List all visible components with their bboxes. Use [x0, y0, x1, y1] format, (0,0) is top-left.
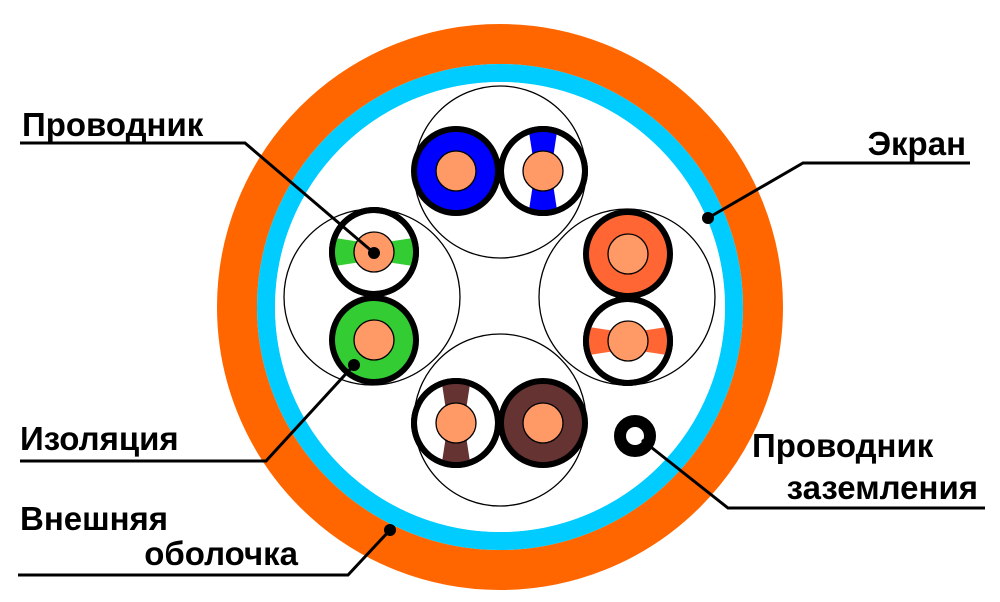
- wire-white-brown: [411, 378, 501, 468]
- wire-brown: [498, 378, 588, 468]
- conductor: [435, 150, 477, 192]
- leader-dot-insulation: [348, 359, 360, 371]
- outer-jacket: [217, 24, 783, 590]
- conductor: [353, 319, 395, 361]
- leader-dot-screen: [702, 212, 714, 224]
- conductor: [607, 320, 649, 362]
- label-ground-line2: заземления: [787, 469, 978, 506]
- wire-white-blue: [498, 126, 588, 216]
- label-outer-jacket-line1: Внешняя: [20, 500, 168, 537]
- label-insulation: Изоляция: [20, 420, 179, 457]
- leader-dot-outer-jacket: [384, 524, 396, 536]
- label-ground-line1: Проводник: [752, 427, 934, 464]
- conductor: [522, 402, 564, 444]
- wire-white-orange: [583, 296, 673, 386]
- label-conductor: Проводник: [22, 106, 204, 143]
- wire-blue: [411, 126, 501, 216]
- insulation-outline: [583, 296, 673, 386]
- cable-core: [275, 82, 725, 532]
- leader-insulation: [20, 363, 356, 463]
- screen: [257, 64, 743, 550]
- insulation-outline: [329, 207, 419, 297]
- wire-orange: [583, 209, 673, 299]
- wire-green: [329, 295, 419, 385]
- conductor: [607, 233, 649, 275]
- leader-ground: [641, 438, 985, 510]
- conductor: [522, 150, 564, 192]
- leader-screen: [707, 161, 970, 220]
- leader-conductor: [20, 141, 375, 255]
- ground-wire: [614, 415, 656, 457]
- conductor: [435, 402, 477, 444]
- leader-outer-jacket: [18, 528, 392, 577]
- label-outer-jacket-line2: оболочка: [144, 535, 298, 572]
- insulation-outline: [498, 126, 588, 216]
- leader-dot-conductor: [368, 247, 380, 259]
- label-screen: Экран: [868, 125, 966, 162]
